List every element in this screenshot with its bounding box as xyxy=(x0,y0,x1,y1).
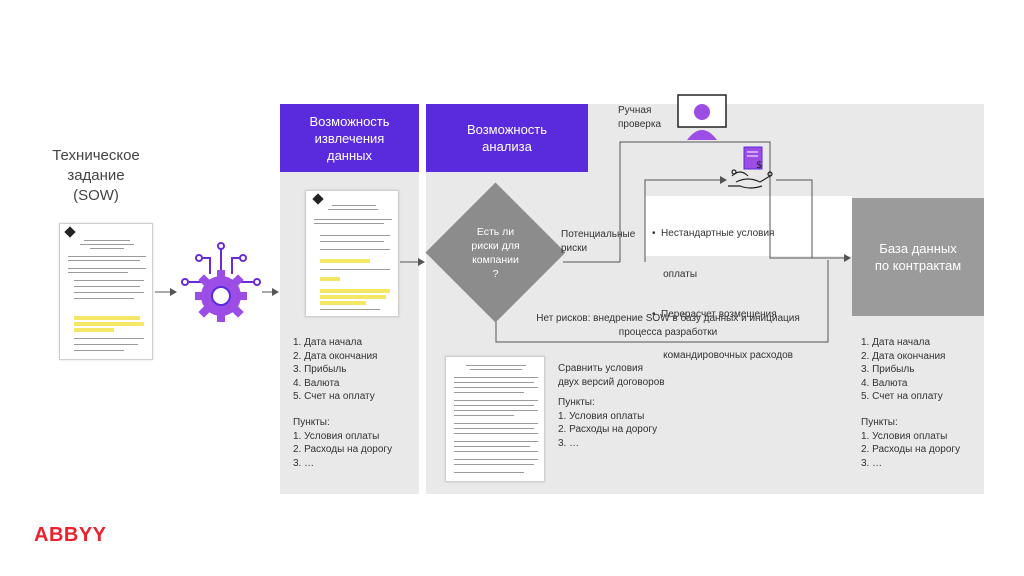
decision-label: Есть ли риски для компании ? xyxy=(471,226,520,280)
database-items-list: Пункты: 1. Условия оплаты 2. Расходы на … xyxy=(861,417,961,469)
sow-document-thumbnail xyxy=(59,223,153,360)
analysis-header: Возможность анализа xyxy=(426,104,588,172)
sow-label: Техническое задание (SOW) xyxy=(52,147,140,204)
database-header: База данных по контрактам xyxy=(852,198,984,316)
extraction-header: Возможность извлечения данных xyxy=(280,104,419,172)
document-icon xyxy=(64,226,76,238)
svg-text:$: $ xyxy=(756,160,762,171)
analysis-items-list: Пункты: 1. Условия оплаты 2. Расходы на … xyxy=(558,397,658,449)
database-fields-list: 1. Дата начала 2. Дата окончания 3. Приб… xyxy=(861,337,946,402)
risk-area xyxy=(645,196,852,256)
no-risks-label: Нет рисков: внедрение SOW в базу данных … xyxy=(536,313,800,338)
person-icon xyxy=(677,94,727,140)
compare-document-thumbnail xyxy=(445,356,545,482)
compare-title: Сравнить условия двух версий договоров xyxy=(558,363,665,388)
abbyy-logo: ABBYY xyxy=(34,524,107,546)
potential-risks-label: Потенциальные риски xyxy=(561,229,636,254)
robot-hand-icon: $ xyxy=(728,146,773,189)
manual-check-label: Ручная проверка xyxy=(618,105,662,130)
extraction-document-thumbnail xyxy=(305,190,399,317)
extraction-items-list: Пункты: 1. Условия оплаты 2. Расходы на … xyxy=(293,417,393,469)
gear-circuit-icon xyxy=(181,242,261,322)
extraction-fields-list: 1. Дата начала 2. Дата окончания 3. Приб… xyxy=(293,337,378,402)
risk-bullets: • Нестандартные условия оплаты • Перерас… xyxy=(652,228,793,361)
document-icon xyxy=(312,193,324,205)
